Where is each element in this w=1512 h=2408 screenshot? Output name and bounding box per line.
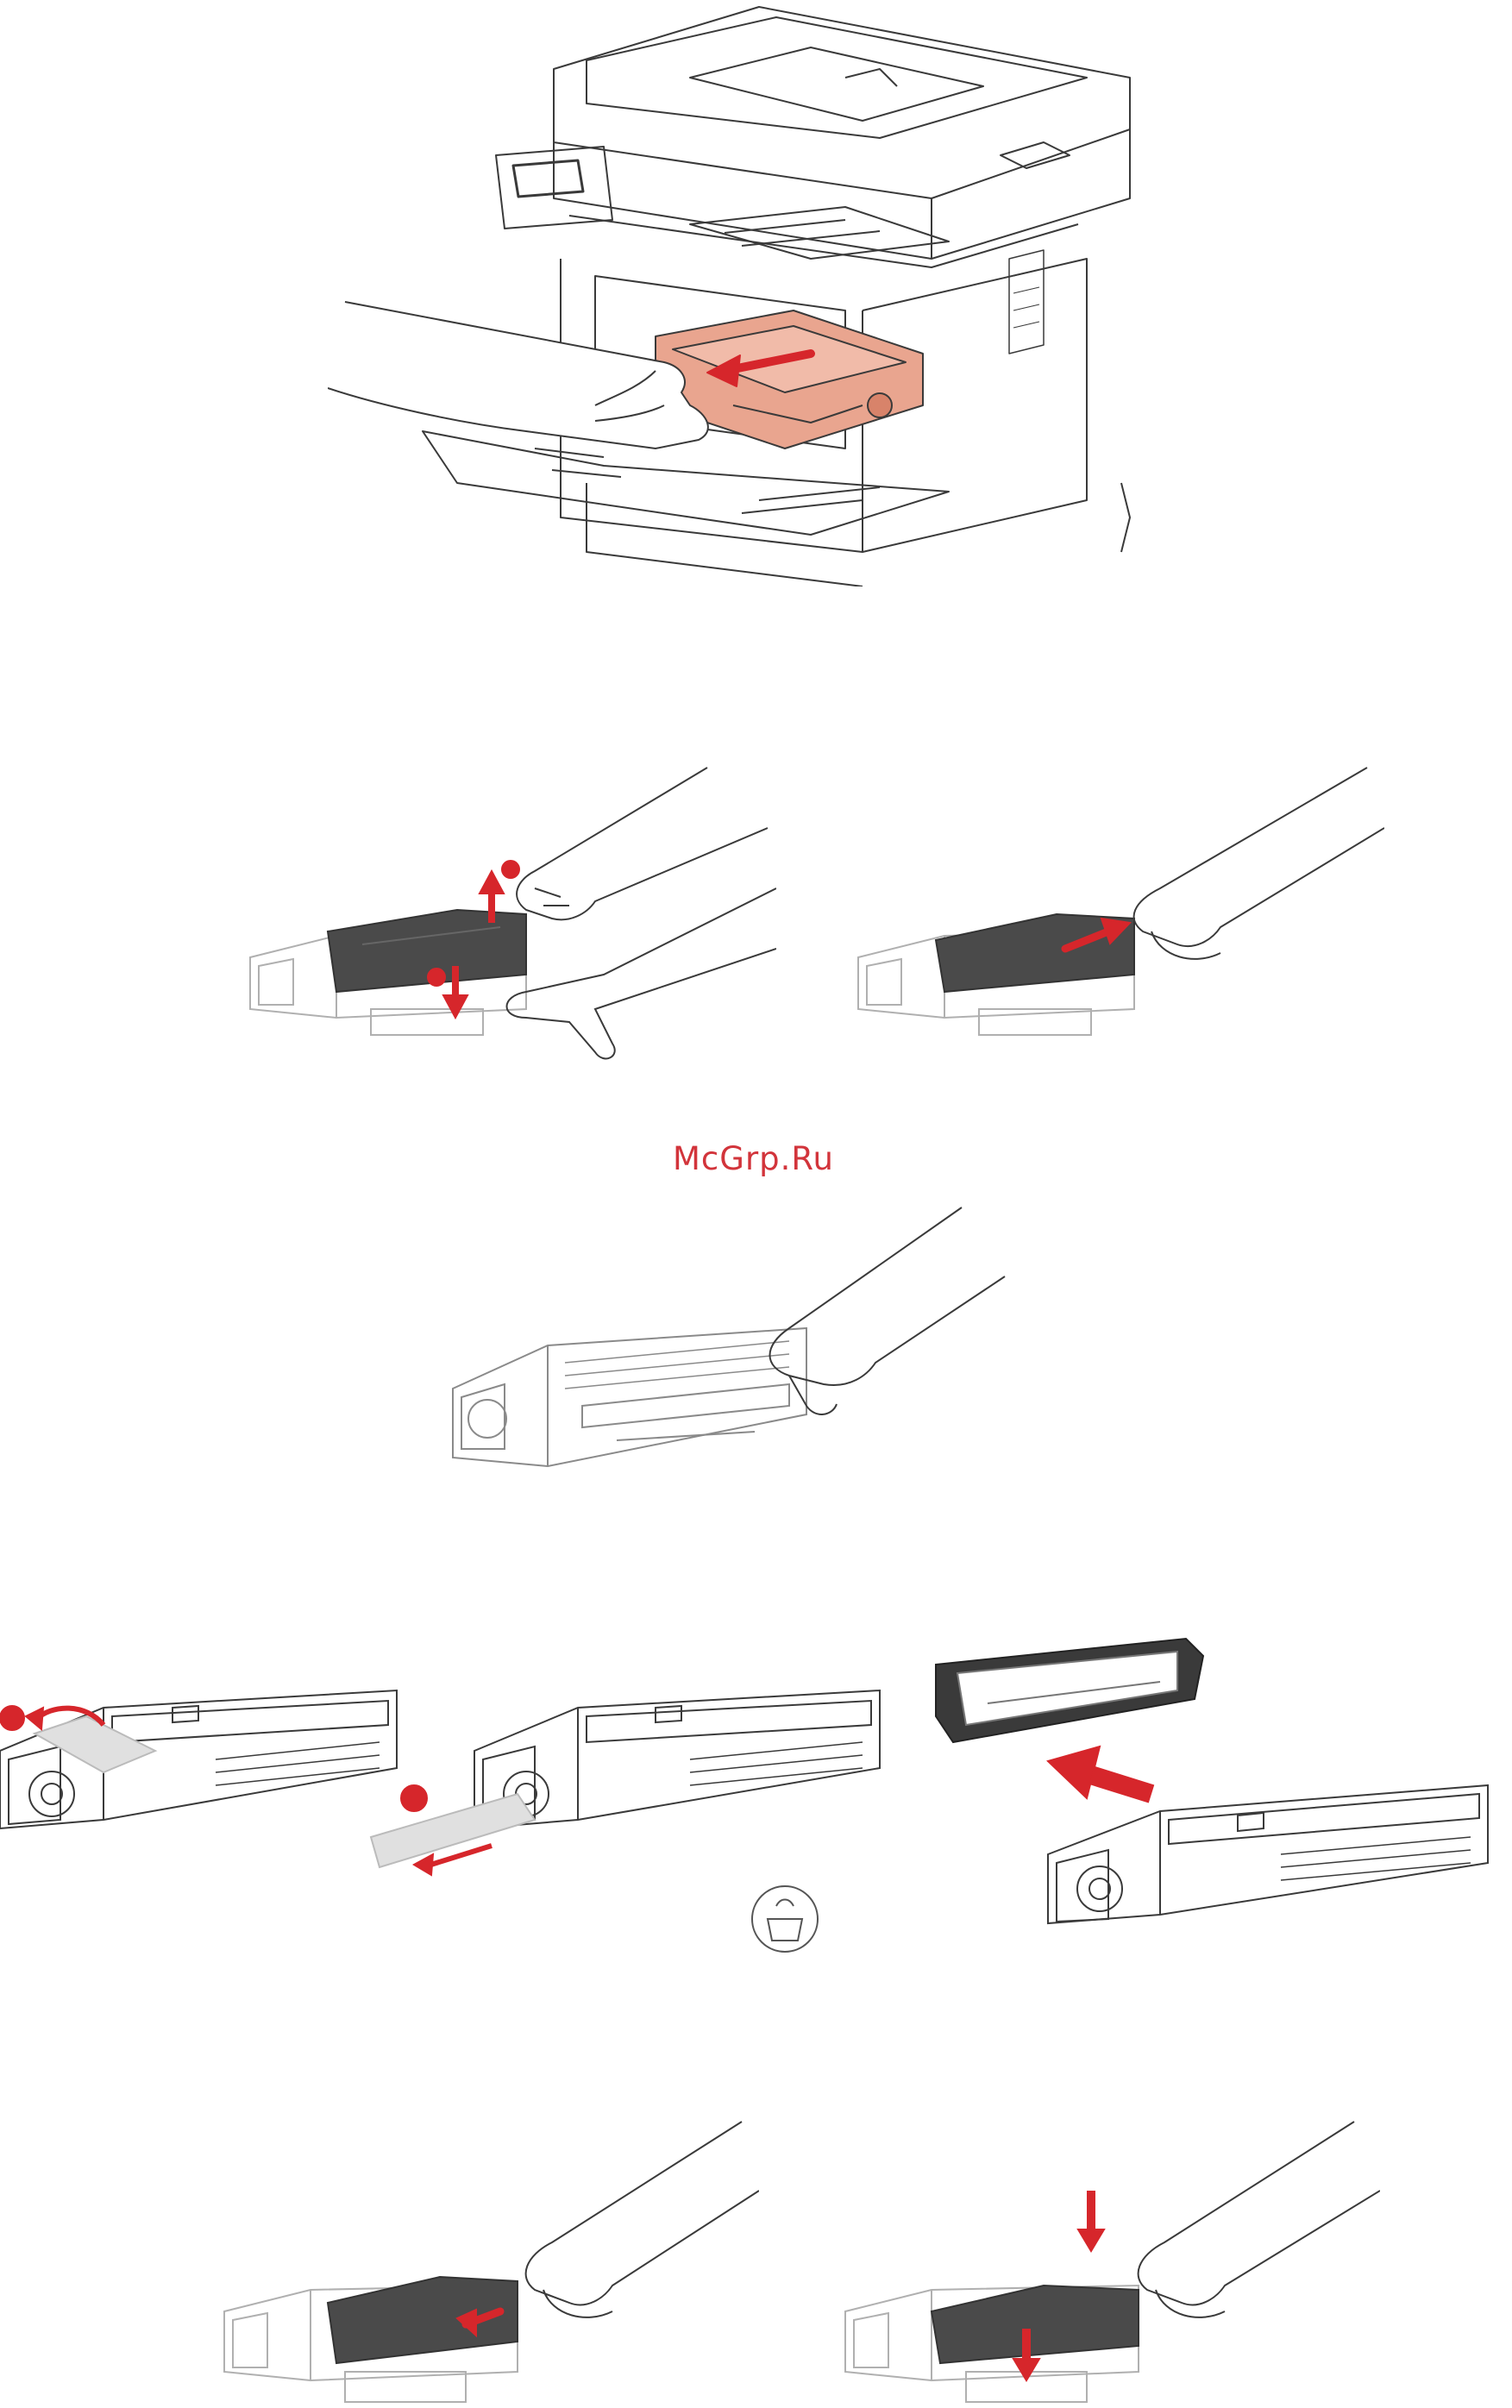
step-pull-seal-illustration bbox=[362, 1621, 897, 1966]
pull-seal-tape-icon bbox=[362, 1621, 897, 1966]
printer-illustration bbox=[328, 0, 1173, 586]
pull-toner-out-icon bbox=[850, 759, 1384, 1069]
step-remove-cover-illustration bbox=[0, 1621, 410, 1880]
step-pull-toner-illustration bbox=[850, 759, 1384, 1069]
hold-drum-unit-icon bbox=[444, 1190, 1013, 1509]
printer-open-front-remove-drum-icon bbox=[328, 0, 1173, 586]
watermark-text: McGrp.Ru bbox=[673, 1140, 834, 1177]
remove-protective-cover-icon bbox=[0, 1621, 410, 1880]
release-lever-lift-toner-icon bbox=[242, 759, 776, 1069]
insert-toner-icon bbox=[207, 2104, 759, 2408]
press-toner-down-icon bbox=[828, 2104, 1380, 2408]
step-drum-unit-illustration bbox=[444, 1190, 1013, 1509]
remove-packaging-tray-icon bbox=[919, 1621, 1512, 1984]
step-press-toner-illustration bbox=[828, 2104, 1380, 2408]
step-release-toner-illustration bbox=[242, 759, 776, 1069]
step-insert-toner-illustration bbox=[207, 2104, 759, 2408]
step-remove-tray-illustration bbox=[919, 1621, 1512, 1984]
